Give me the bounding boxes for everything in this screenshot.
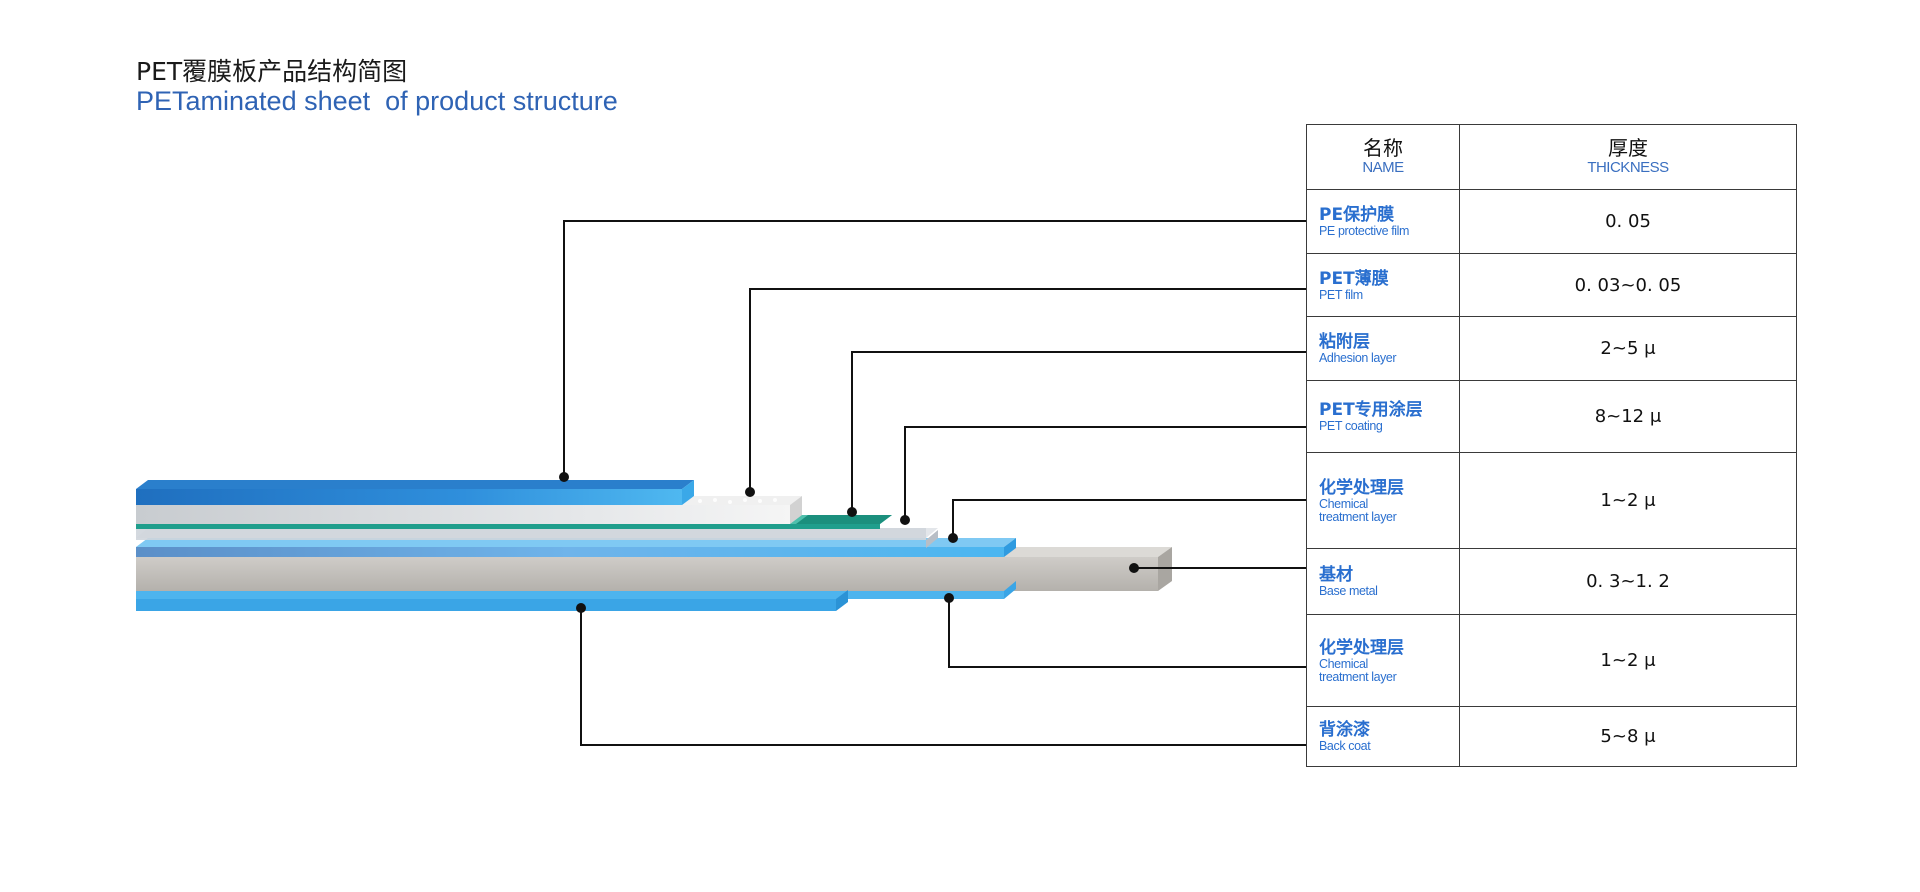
layer-name-cn: PET专用涂层 bbox=[1319, 400, 1423, 420]
table-row: PET专用涂层 PET coating 8~12 μ bbox=[1306, 380, 1797, 453]
header-name-en: NAME bbox=[1362, 159, 1404, 176]
thickness-value: 0. 03~0. 05 bbox=[1459, 253, 1797, 317]
layer-name-cell: PE保护膜 PE protective film bbox=[1306, 189, 1460, 254]
header-thickness-en: THICKNESS bbox=[1587, 159, 1669, 176]
layer-back-coat bbox=[136, 590, 848, 611]
dot-pe-film bbox=[559, 472, 569, 482]
layer-name-en: PE protective film bbox=[1319, 224, 1410, 238]
thickness-value: 1~2 μ bbox=[1459, 614, 1797, 707]
layer-chemical-lower bbox=[136, 581, 1016, 599]
layer-name-cell: 化学处理层 Chemical treatment layer bbox=[1306, 452, 1460, 549]
layer-name-en: Adhesion layer bbox=[1319, 351, 1397, 365]
layer-pet-coating bbox=[136, 528, 938, 548]
layer-name-cell: PET薄膜 PET film bbox=[1306, 253, 1460, 317]
layer-name-cn: 背涂漆 bbox=[1319, 720, 1370, 740]
layer-name-cell: PET专用涂层 PET coating bbox=[1306, 380, 1460, 453]
layer-name-en: Base metal bbox=[1319, 584, 1378, 598]
header-thickness-cell: 厚度 THICKNESS bbox=[1459, 124, 1797, 190]
leader-chemical-upper bbox=[952, 499, 1306, 538]
dot-chemical-lower bbox=[944, 593, 954, 603]
table-row: 基材 Base metal 0. 3~1. 2 bbox=[1306, 548, 1797, 615]
thickness-value: 0. 05 bbox=[1459, 189, 1797, 254]
dot-pet-film bbox=[745, 487, 755, 497]
leader-adhesion bbox=[851, 351, 1306, 512]
layer-name-en: PET film bbox=[1319, 287, 1363, 302]
layer-name-en: Chemical treatment layer bbox=[1319, 656, 1397, 684]
spec-table: 名称 NAME 厚度 THICKNESS PE保护膜 PE protective… bbox=[1306, 124, 1797, 767]
layer-name-cell: 粘附层 Adhesion layer bbox=[1306, 316, 1460, 381]
layer-name-cell: 化学处理层 Chemical treatment layer bbox=[1306, 614, 1460, 707]
table-row: 化学处理层 Chemical treatment layer 1~2 μ bbox=[1306, 614, 1797, 707]
leader-dots bbox=[559, 472, 1139, 613]
table-row: PET薄膜 PET film 0. 03~0. 05 bbox=[1306, 253, 1797, 317]
table-row: 背涂漆 Back coat 5~8 μ bbox=[1306, 706, 1797, 767]
layer-name-en: Back coat bbox=[1319, 739, 1371, 753]
dot-chemical-upper bbox=[948, 533, 958, 543]
header-name-cell: 名称 NAME bbox=[1306, 124, 1460, 190]
thickness-value: 8~12 μ bbox=[1459, 380, 1797, 453]
table-header-row: 名称 NAME 厚度 THICKNESS bbox=[1306, 124, 1797, 190]
leader-pet-coating bbox=[904, 426, 1306, 520]
layer-name-en: PET coating bbox=[1319, 419, 1383, 433]
thickness-value: 0. 3~1. 2 bbox=[1459, 548, 1797, 615]
layer-name-cn: 化学处理层 bbox=[1319, 477, 1404, 498]
dot-base-metal bbox=[1129, 563, 1139, 573]
header-thickness-cn: 厚度 bbox=[1608, 136, 1648, 160]
diagram-title-cn: PET覆膜板产品结构简图 bbox=[136, 57, 408, 86]
layer-name-cell: 背涂漆 Back coat bbox=[1306, 706, 1460, 767]
layer-pe-film bbox=[136, 480, 694, 505]
dot-back-coat bbox=[576, 603, 586, 613]
layer-name-cn: PET薄膜 bbox=[1319, 268, 1389, 289]
layer-name-cn: 粘附层 bbox=[1319, 332, 1370, 352]
header-name-cn: 名称 bbox=[1363, 136, 1403, 160]
leader-pet-film bbox=[749, 288, 1306, 492]
leader-back-coat bbox=[580, 608, 1306, 746]
leader-lines bbox=[563, 220, 1306, 746]
leader-chemical-lower bbox=[948, 598, 1306, 668]
dot-pet-coating bbox=[900, 515, 910, 525]
layer-name-en: Chemical treatment layer bbox=[1319, 496, 1397, 524]
thickness-value: 5~8 μ bbox=[1459, 706, 1797, 767]
layer-name-cn: PE保护膜 bbox=[1319, 205, 1395, 225]
table-row: 粘附层 Adhesion layer 2~5 μ bbox=[1306, 316, 1797, 381]
layer-name-cn: 化学处理层 bbox=[1319, 637, 1404, 658]
dot-adhesion bbox=[847, 507, 857, 517]
table-row: PE保护膜 PE protective film 0. 05 bbox=[1306, 189, 1797, 254]
diagram-title-en: PETaminated sheet of product structure bbox=[136, 86, 618, 116]
thickness-value: 1~2 μ bbox=[1459, 452, 1797, 549]
table-row: 化学处理层 Chemical treatment layer 1~2 μ bbox=[1306, 452, 1797, 549]
leader-pe-film bbox=[563, 220, 1306, 477]
layer-name-cn: 基材 bbox=[1319, 565, 1353, 585]
layer-name-cell: 基材 Base metal bbox=[1306, 548, 1460, 615]
thickness-value: 2~5 μ bbox=[1459, 316, 1797, 381]
layer-chemical-upper bbox=[136, 538, 1016, 557]
